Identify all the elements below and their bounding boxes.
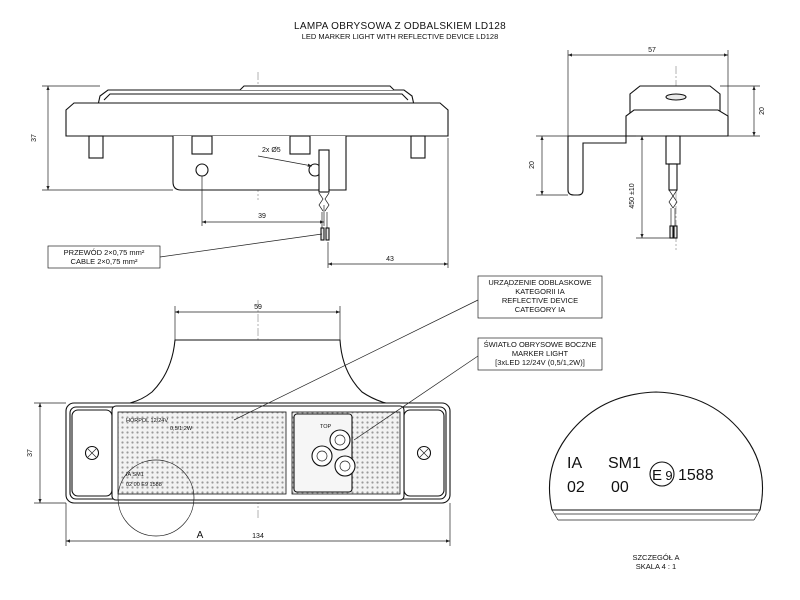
- dim-20-right: 20: [759, 107, 766, 115]
- detail-caption-1: SZCZEGÓŁ A: [632, 553, 679, 562]
- detail-caption-2: SKALA 4 : 1: [636, 562, 676, 571]
- detail-approval: 1588: [678, 467, 714, 484]
- dim-450: 450 ±10: [629, 183, 636, 208]
- reflective-label-2: KATEGORII IA: [515, 287, 564, 296]
- reflective-label-4: CATEGORY IA: [515, 305, 565, 314]
- detail-00: 00: [611, 479, 629, 496]
- marker-label-3: [3xLED 12/24V (0,5/1,2W)]: [495, 358, 585, 367]
- lens-mark-top: TOP: [320, 424, 332, 430]
- lens-mark-sm: IA SM1: [126, 472, 144, 478]
- marker-callout: ŚWIATŁO OBRYSOWE BOCZNE MARKER LIGHT [3x…: [353, 337, 603, 441]
- dim-134: 134: [252, 533, 264, 540]
- title-sub: LED MARKER LIGHT WITH REFLECTIVE DEVICE …: [302, 32, 499, 41]
- dim-59: 59: [254, 304, 262, 311]
- dim-20-left: 20: [529, 161, 536, 169]
- dim-37-top: 37: [31, 134, 38, 142]
- detail-e-num: 9: [665, 468, 672, 483]
- marker-label-1: ŚWIATŁO OBRYSOWE BOCZNE: [484, 340, 597, 349]
- dim-2x-phi5: 2x Ø5: [262, 147, 281, 154]
- reflective-callout: URZĄDZENIE ODBLASKOWE KATEGORII IA REFLE…: [233, 275, 603, 421]
- dim-57: 57: [648, 47, 656, 54]
- reflective-label-3: REFLECTIVE DEVICE: [502, 296, 578, 305]
- cable-callout: PRZEWÓD 2×0,75 mm² CABLE 2×0,75 mm²: [47, 233, 323, 269]
- lens-mark-ec: 02 00 E9 1588: [126, 482, 162, 488]
- dim-39: 39: [258, 213, 266, 220]
- reflector: [117, 411, 287, 495]
- detail-e: E: [652, 467, 662, 484]
- title-main: LAMPA OBRYSOWA Z ODBALSKIEM LD128: [294, 21, 506, 32]
- detail-02: 02: [567, 479, 585, 496]
- marker-label-2: MARKER LIGHT: [512, 349, 569, 358]
- detail-sm1: SM1: [608, 455, 641, 472]
- lens-mark-2: 0,5/1,2W: [170, 426, 193, 432]
- front-view: HORPOL 12/24V 0,5/1,2W TOP IA SM1 02 00 …: [27, 300, 451, 546]
- cable-label-en: CABLE 2×0,75 mm²: [71, 257, 138, 266]
- detail-marker-a: A: [197, 530, 204, 541]
- lens-mark-1: HORPOL 12/24V: [126, 418, 168, 424]
- cable-label-pl: PRZEWÓD 2×0,75 mm²: [64, 248, 145, 257]
- detail-ia: IA: [567, 455, 582, 472]
- dim-37-front: 37: [27, 449, 34, 457]
- detail-a: IA SM1 02 00 E 9 1588 SZCZEGÓŁ A SKALA 4…: [549, 391, 763, 571]
- reflective-label-1: URZĄDZENIE ODBLASKOWE: [488, 278, 591, 287]
- dim-43: 43: [386, 256, 394, 263]
- top-view: 37 39 2x Ø5 43: [31, 72, 449, 268]
- right-view: 57 20 20 450 ±10: [529, 47, 766, 250]
